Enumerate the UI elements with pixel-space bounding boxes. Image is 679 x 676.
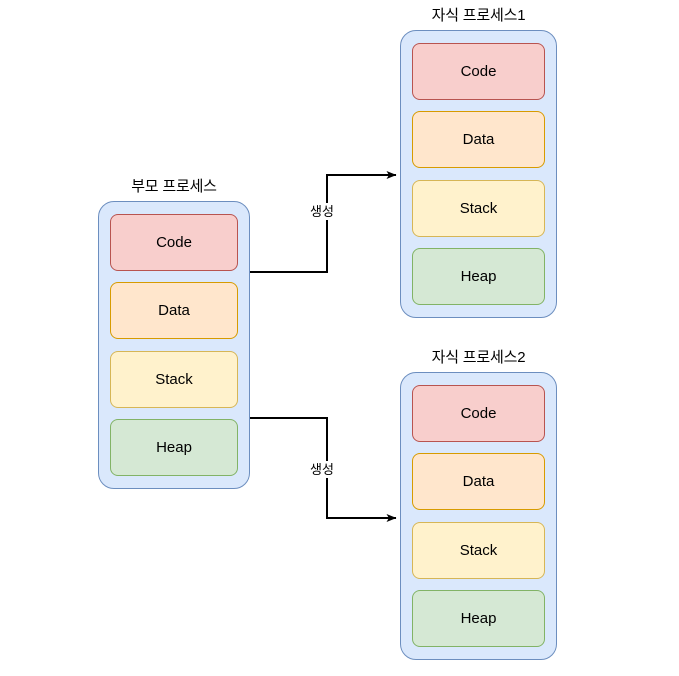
child1-segment-code[interactable]: Code — [412, 43, 545, 100]
parent-segment-stack[interactable]: Stack — [110, 350, 238, 408]
child-process-2-title: 자식 프로세스2 — [431, 349, 526, 366]
child-process-1-title: 자식 프로세스1 — [431, 7, 526, 24]
child-process-1-box[interactable]: Code Data Stack Heap — [400, 30, 557, 318]
child-process-2-box[interactable]: Code Data Stack Heap — [400, 372, 557, 660]
edge-label-create-child2: 생성 — [307, 461, 337, 478]
child2-segment-stack[interactable]: Stack — [412, 521, 545, 579]
edge-parent-to-child1-path — [250, 171, 397, 273]
parent-process-title: 부모 프로세스 — [131, 178, 217, 195]
child1-segment-stack[interactable]: Stack — [412, 179, 545, 237]
parent-segment-data[interactable]: Data — [110, 282, 238, 340]
child2-segment-data[interactable]: Data — [412, 453, 545, 511]
parent-process-box[interactable]: Code Data Stack Heap — [98, 201, 250, 489]
child2-segment-code[interactable]: Code — [412, 385, 545, 442]
parent-segment-heap[interactable]: Heap — [110, 418, 238, 476]
child2-segment-heap[interactable]: Heap — [412, 589, 545, 647]
child1-segment-heap[interactable]: Heap — [412, 247, 545, 305]
child1-segment-data[interactable]: Data — [412, 111, 545, 169]
parent-segment-code[interactable]: Code — [110, 214, 238, 271]
edge-label-create-child1: 생성 — [307, 203, 337, 220]
